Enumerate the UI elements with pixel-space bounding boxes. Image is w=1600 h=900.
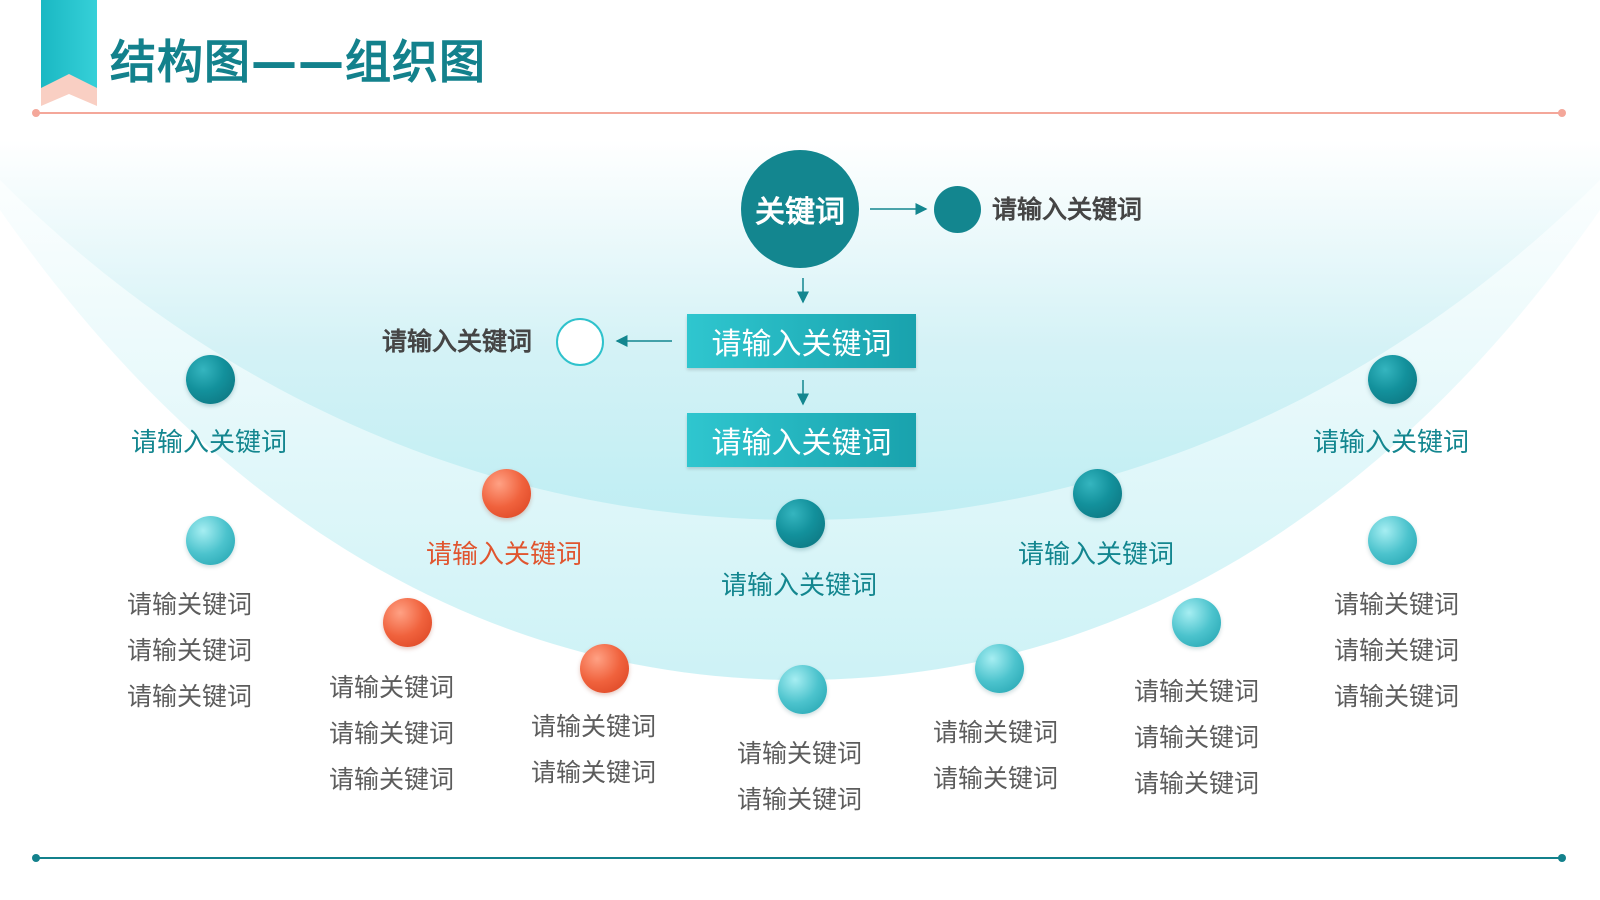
branch-3-node [776, 499, 825, 548]
branch-4-child-1-list: 请输关键词 请输关键词 [933, 710, 1058, 802]
list-item: 请输关键词 [1134, 769, 1260, 798]
branch-1-child-1-list: 请输关键词 请输关键词 请输关键词 [127, 582, 252, 720]
list-item: 请输关键词 [531, 712, 657, 741]
branch-5-child-1-list: 请输关键词 请输关键词 请输关键词 [1334, 582, 1459, 720]
chain-box-1[interactable]: 请输入关键词 [687, 314, 916, 368]
branch-4-child-2-list: 请输关键词 请输关键词 请输关键词 [1134, 669, 1259, 807]
list-item: 请输关键词 [127, 636, 253, 665]
box1-side-label: 请输入关键词 [382, 327, 533, 356]
branch-2-node [482, 469, 531, 518]
branch-4-node [1073, 469, 1122, 518]
chain-box-2[interactable]: 请输入关键词 [687, 413, 916, 467]
list-item: 请输关键词 [329, 765, 455, 794]
list-item: 请输关键词 [737, 739, 863, 768]
branch-5-node [1368, 355, 1417, 404]
branch-2-child-1-node [383, 598, 432, 647]
list-item: 请输关键词 [127, 682, 253, 711]
bookmark-ribbon-icon [41, 0, 97, 106]
branch-3-child-1-list: 请输关键词 请输关键词 [737, 731, 862, 823]
branch-1-child-1-node [186, 516, 235, 565]
branch-1-node [186, 355, 235, 404]
root-side-node [934, 186, 981, 233]
branch-1-label: 请输入关键词 [131, 428, 288, 458]
list-item: 请输关键词 [1334, 682, 1460, 711]
branch-2-label: 请输入关键词 [426, 540, 583, 570]
divider-dot-right [1558, 109, 1566, 117]
list-item: 请输关键词 [1334, 636, 1460, 665]
branch-4-child-2-node [1172, 598, 1221, 647]
bottom-divider [32, 854, 1566, 862]
root-side-label: 请输入关键词 [992, 195, 1143, 224]
branch-5-label: 请输入关键词 [1313, 428, 1470, 458]
root-keyword-node[interactable]: 关键词 [741, 150, 859, 268]
branch-4-child-1-node [975, 644, 1024, 693]
branch-2-child-2-list: 请输关键词 请输关键词 [531, 704, 656, 796]
branch-2-child-1-list: 请输关键词 请输关键词 请输关键词 [329, 665, 454, 803]
list-item: 请输关键词 [933, 718, 1059, 747]
list-item: 请输关键词 [1334, 590, 1460, 619]
list-item: 请输关键词 [1134, 723, 1260, 752]
divider-dot-left [32, 109, 40, 117]
branch-5-child-1-node [1368, 516, 1417, 565]
list-item: 请输关键词 [933, 764, 1059, 793]
branch-2-child-2-node [580, 644, 629, 693]
divider-dot-left [32, 854, 40, 862]
branch-3-label: 请输入关键词 [721, 571, 878, 601]
list-item: 请输关键词 [531, 758, 657, 787]
list-item: 请输关键词 [329, 673, 455, 702]
list-item: 请输关键词 [127, 590, 253, 619]
page-title: 结构图——组织图 [110, 35, 486, 89]
list-item: 请输关键词 [1134, 677, 1260, 706]
divider-dot-right [1558, 854, 1566, 862]
top-divider [32, 109, 1566, 117]
branch-3-child-1-node [778, 665, 827, 714]
branch-4-label: 请输入关键词 [1018, 540, 1175, 570]
box1-side-node [556, 318, 604, 366]
list-item: 请输关键词 [329, 719, 455, 748]
list-item: 请输关键词 [737, 785, 863, 814]
